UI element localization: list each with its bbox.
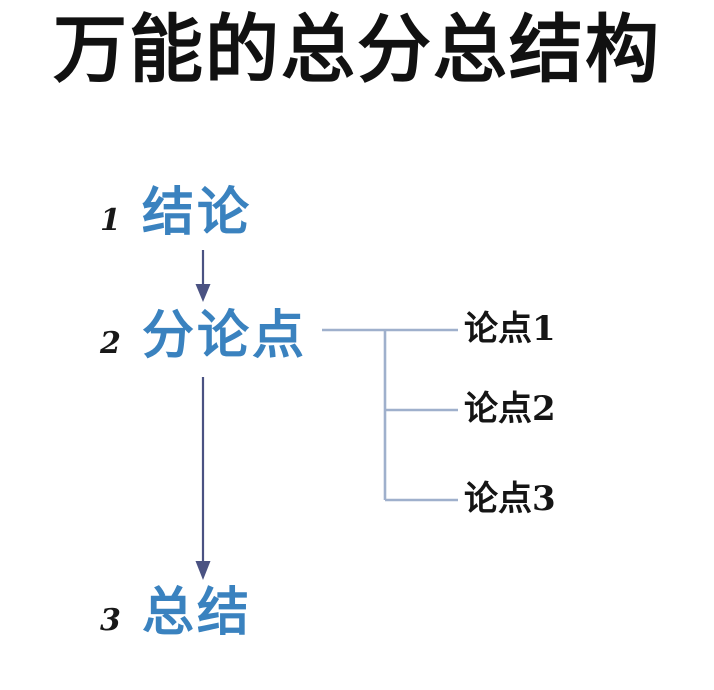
page-title: 万能的总分总结构 xyxy=(53,7,661,93)
branch-label-argument-2[interactable]: 论点2 xyxy=(464,389,556,429)
arrow-subpoints-to-summary xyxy=(195,377,211,580)
node-number: 3 xyxy=(100,603,121,638)
node-label: 结论 xyxy=(142,182,253,243)
branch-label-argument-3[interactable]: 论点3 xyxy=(464,479,556,519)
node-label: 总结 xyxy=(142,582,253,643)
bracket-subpoint-branches xyxy=(322,328,458,502)
node-subpoints[interactable]: 2 分论点 xyxy=(100,308,307,364)
node-number: 2 xyxy=(100,326,121,361)
branch-label-argument-1[interactable]: 论点1 xyxy=(464,309,556,349)
node-conclusion[interactable]: 1 结论 xyxy=(100,185,252,241)
node-label: 分论点 xyxy=(142,305,308,366)
node-number: 1 xyxy=(100,203,121,238)
node-summary[interactable]: 3 总结 xyxy=(100,585,252,641)
arrow-conclusion-to-subpoints xyxy=(195,250,211,302)
